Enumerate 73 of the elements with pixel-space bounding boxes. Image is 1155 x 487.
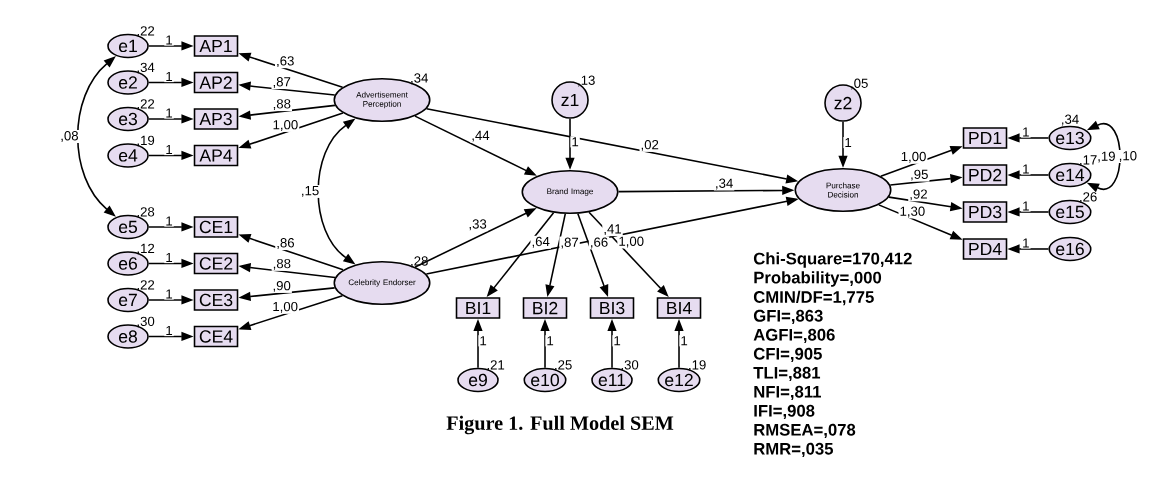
- edge-label: ,86: [275, 237, 296, 251]
- edge-label: 1: [843, 136, 853, 149]
- edge-label: 1: [164, 251, 174, 264]
- parameter-label: ,19: [1098, 151, 1115, 163]
- edge-label: ,34: [713, 177, 735, 191]
- indicator-box: PD2: [962, 164, 1008, 186]
- indicator-box: BI2: [522, 297, 568, 319]
- edge-label: 1: [1021, 200, 1031, 212]
- indicator-box: AP1: [193, 35, 239, 57]
- indicator-box: CE2: [193, 252, 239, 275]
- fit-statistic: CMIN/DF=1,775: [753, 290, 874, 306]
- edge-label: 1,00: [271, 300, 300, 314]
- fit-statistic: RMR=,035: [754, 442, 833, 458]
- indicator-box: CE3: [193, 289, 239, 311]
- edge-label: 1: [1021, 237, 1031, 249]
- edge-label: ,88: [271, 257, 293, 271]
- edge-label: 1: [570, 136, 580, 148]
- fit-statistic: Chi-Square=170,412: [753, 252, 912, 268]
- edge-label: ,41: [602, 223, 623, 237]
- indicator-box: PD1: [962, 127, 1008, 149]
- edge-label: 1,30: [898, 205, 927, 219]
- fit-statistic: AGFI=,806: [753, 328, 835, 344]
- indicator-box: BI4: [656, 297, 702, 319]
- edge-label: ,92: [908, 188, 929, 202]
- edge-label: ,87: [271, 76, 292, 90]
- fit-statistic: CFI=,905: [753, 347, 822, 363]
- fit-statistic: RMSEA=,078: [754, 423, 856, 439]
- indicator-box: BI1: [455, 297, 501, 319]
- indicator-box: AP2: [193, 71, 239, 94]
- indicator-box: AP4: [193, 144, 239, 167]
- edge-label: ,08: [59, 130, 80, 143]
- edge-label: ,02: [639, 138, 660, 152]
- edge-label: ,10: [1117, 150, 1139, 163]
- edge-label: ,64: [530, 235, 551, 249]
- edge-label: ,95: [909, 168, 930, 182]
- edge-label: ,33: [467, 218, 488, 232]
- edge-label: ,63: [275, 55, 296, 69]
- fit-statistic: Probability=,000: [754, 271, 882, 287]
- caption: Figure 1. Full Model SEM: [446, 415, 674, 435]
- edge-label: 1,00: [271, 118, 300, 132]
- indicator-box: CE4: [193, 325, 239, 348]
- indicator-box: PD3: [962, 201, 1008, 223]
- edge-label: 1: [164, 324, 174, 337]
- edge-label: 1: [164, 143, 174, 156]
- edge-label: ,90: [271, 279, 292, 293]
- edge-label: 1: [164, 215, 174, 227]
- edge-label: 1: [164, 107, 174, 119]
- edge-label: 1: [545, 335, 555, 347]
- edge-label: ,44: [470, 129, 491, 143]
- edge-label: 1: [679, 335, 689, 347]
- indicator-box: CE1: [193, 216, 239, 238]
- fit-statistic: NFI=,811: [754, 385, 821, 401]
- indicator-box: BI3: [589, 297, 635, 319]
- edge-label: 1: [164, 70, 174, 83]
- arrow: [76, 56, 116, 217]
- edge-label: ,15: [299, 185, 321, 198]
- edge-label: 1: [164, 34, 174, 46]
- edge-label: 1,00: [617, 235, 646, 249]
- indicator-box: AP3: [193, 108, 239, 130]
- edge-label: ,66: [588, 236, 610, 250]
- edge-label: 1: [164, 288, 174, 300]
- edge-label: 1,00: [899, 150, 928, 164]
- variance-label: ,34: [1062, 114, 1079, 126]
- edge-label: 1: [478, 335, 488, 347]
- edge-label: 1: [612, 335, 622, 347]
- fit-statistic: IFI=,908: [754, 404, 815, 420]
- edge-label: ,87: [559, 236, 580, 250]
- edge-label: ,88: [271, 98, 292, 112]
- edge-label: 1: [1021, 163, 1031, 175]
- fit-statistic: TLI=,881: [753, 366, 821, 382]
- indicator-box: PD4: [962, 238, 1008, 260]
- fit-statistic: GFI=,863: [753, 309, 823, 325]
- edge-label: 1: [1021, 126, 1031, 138]
